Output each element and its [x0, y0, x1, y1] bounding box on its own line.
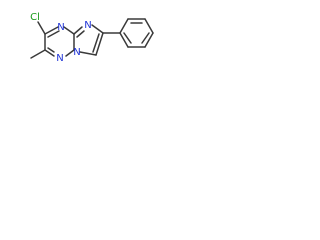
- bond-ph-1: [119, 18, 129, 34]
- bond-c-methyl: [30, 49, 46, 59]
- bond-c2-c3-double: [92, 33, 100, 53]
- bond-n3-cme: [44, 49, 55, 57]
- bond-c3-n4: [79, 51, 97, 56]
- bond-n1-c8a: [63, 26, 75, 35]
- bond-c8a-n-imid-double: [76, 30, 85, 38]
- bond-ph-3: [144, 18, 154, 34]
- bond-c2-c3: [95, 32, 104, 56]
- bond-ccl-n1: [44, 26, 59, 35]
- bond-ph-inner-2: [141, 32, 150, 44]
- atom-cl-label: Cl: [30, 12, 40, 23]
- structure-canvas: Cl N N N N: [0, 0, 224, 88]
- atom-n-imidazole-label: N: [84, 20, 91, 31]
- bond-ph-inner-3: [123, 32, 132, 44]
- bond-c8a-n-imid: [73, 26, 83, 35]
- bond-ph-4: [144, 32, 154, 48]
- atom-n1-label: N: [57, 22, 64, 33]
- bond-ph-6: [119, 32, 129, 48]
- bond-n4-n3: [65, 49, 75, 57]
- bond-n-imid-c2: [91, 24, 104, 34]
- atom-label-layer: Cl N N N N: [30, 12, 92, 64]
- atom-n4-label: N: [73, 47, 80, 58]
- bond-c-cl: [37, 21, 46, 35]
- atom-n3-label: N: [56, 53, 63, 64]
- bond-layer: [30, 18, 154, 59]
- molecule-structure: Cl N N N N: [30, 12, 154, 64]
- bond-ccl-n1-double: [47, 30, 60, 38]
- bond-n3-cme-double: [47, 47, 55, 53]
